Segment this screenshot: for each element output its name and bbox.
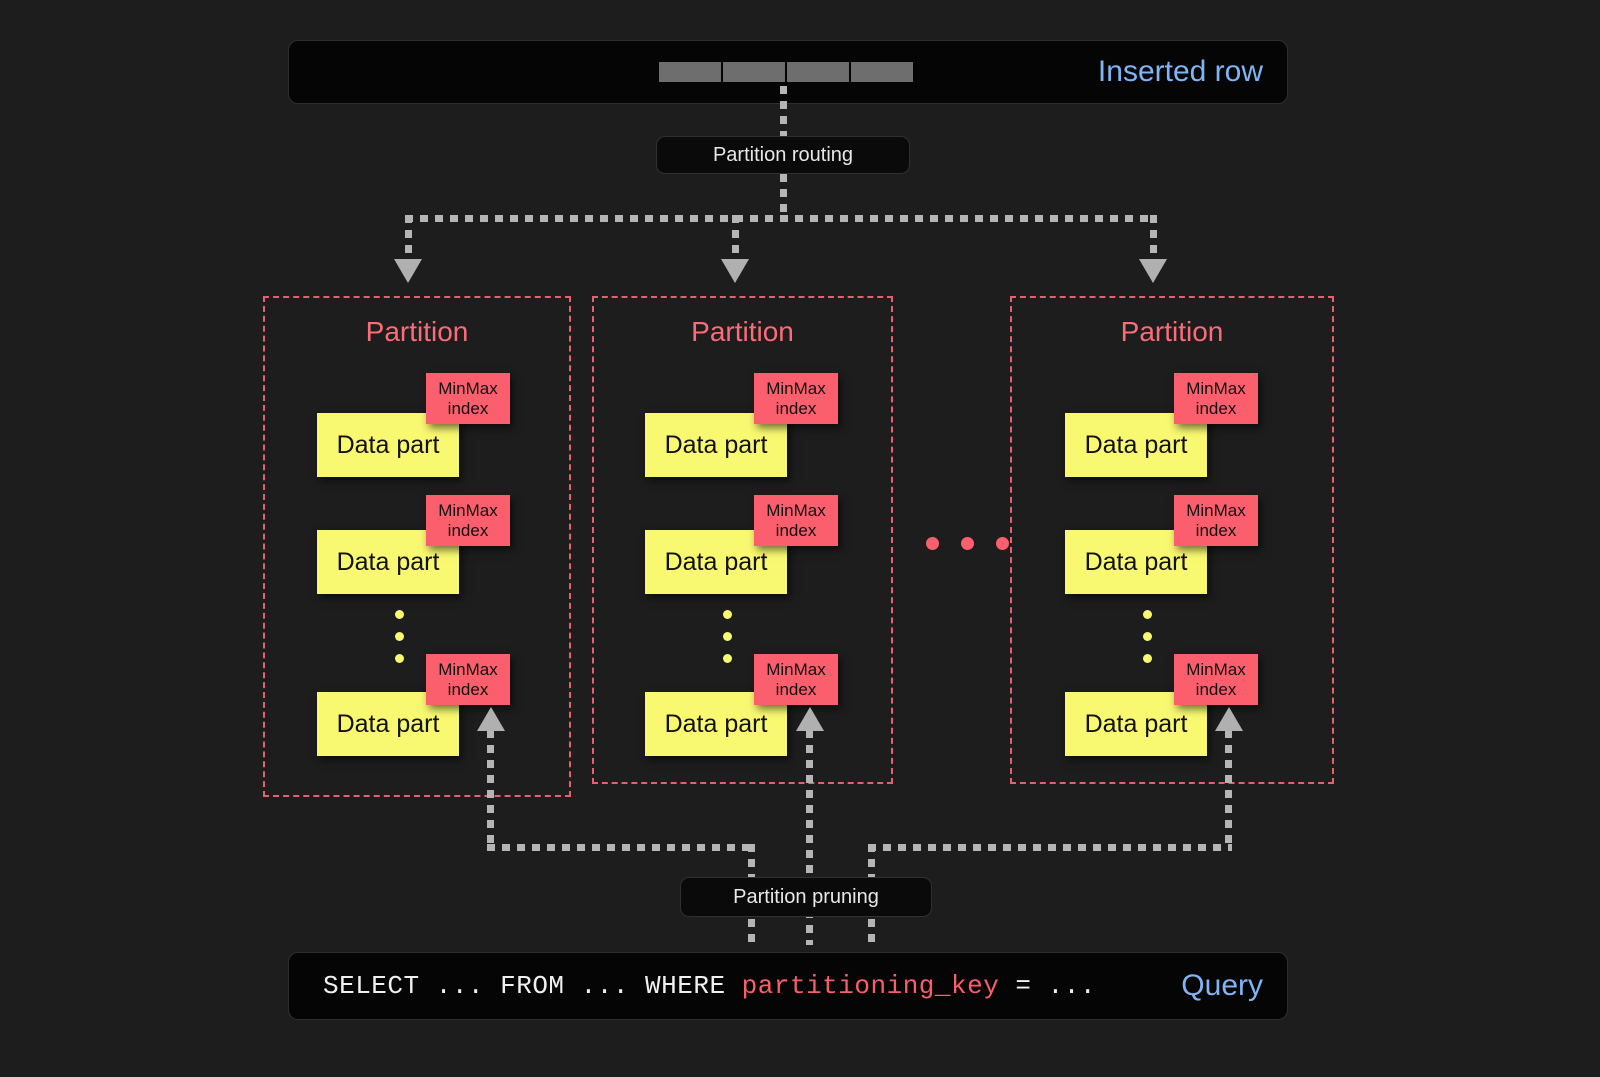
connector-pruning-to-partition-2 (806, 730, 813, 945)
ellipsis-dot (723, 654, 732, 663)
minmax-index-box: MinMax index (754, 654, 838, 705)
connector-insert-to-routing (780, 86, 787, 182)
query-text-after: = ... (999, 971, 1096, 1001)
ellipsis-dot (996, 537, 1009, 550)
minmax-index-label: MinMax index (766, 501, 826, 540)
ellipsis-dot (1143, 654, 1152, 663)
data-part-ellipsis (395, 610, 404, 663)
row-cell (787, 62, 849, 82)
arrow-into-partition-3 (1139, 259, 1167, 283)
data-part-ellipsis (723, 610, 732, 663)
connector-routing-bus (405, 215, 1157, 222)
connector-pruning-to-partition-3 (1225, 730, 1232, 850)
data-part-ellipsis (1143, 610, 1152, 663)
ellipsis-dot (723, 632, 732, 641)
minmax-index-label: MinMax index (438, 660, 498, 699)
query-bar: SELECT ... FROM ... WHERE partitioning_k… (288, 952, 1288, 1020)
row-cell (851, 62, 913, 82)
ellipsis-dot (1143, 632, 1152, 641)
minmax-index-label: MinMax index (438, 501, 498, 540)
row-cell (659, 62, 721, 82)
data-part-box: Data part (317, 413, 459, 477)
minmax-index-box: MinMax index (1174, 373, 1258, 424)
query-label: Query (1181, 969, 1263, 1002)
connector-bus-to-partition-2 (732, 215, 739, 263)
inserted-row-bar: Inserted row (288, 40, 1288, 104)
minmax-index-label: MinMax index (1186, 660, 1246, 699)
inserted-row-cells (659, 62, 913, 82)
minmax-index-label: MinMax index (766, 660, 826, 699)
minmax-index-label: MinMax index (438, 379, 498, 418)
minmax-index-box: MinMax index (754, 495, 838, 546)
connector-bus-to-partition-3 (1150, 215, 1157, 263)
query-text: SELECT ... FROM ... WHERE partitioning_k… (323, 971, 1096, 1001)
minmax-index-box: MinMax index (426, 495, 510, 546)
connector-pruning-bus-right (868, 844, 1232, 851)
minmax-index-label: MinMax index (1186, 379, 1246, 418)
query-text-before: SELECT ... FROM ... WHERE (323, 971, 742, 1001)
ellipsis-dot (395, 632, 404, 641)
minmax-index-box: MinMax index (1174, 654, 1258, 705)
partition-routing-box: Partition routing (656, 136, 910, 174)
partition-box-1: Partition MinMax index Data part MinMax … (263, 296, 571, 797)
row-cell (723, 62, 785, 82)
data-part-box: Data part (645, 413, 787, 477)
minmax-index-box: MinMax index (754, 373, 838, 424)
connector-bus-to-partition-1 (405, 215, 412, 263)
arrow-into-partition-1 (394, 259, 422, 283)
minmax-index-label: MinMax index (1186, 501, 1246, 540)
minmax-index-label: MinMax index (766, 379, 826, 418)
connector-routing-to-bus (780, 174, 787, 222)
partition-title: Partition (365, 316, 469, 347)
ellipsis-dot (723, 610, 732, 619)
minmax-index-box: MinMax index (426, 373, 510, 424)
partition-title: Partition (691, 316, 794, 347)
minmax-index-box: MinMax index (1174, 495, 1258, 546)
minmax-index-box: MinMax index (426, 654, 510, 705)
arrow-into-data-part-2 (796, 707, 824, 731)
arrow-into-data-part-3 (1215, 707, 1243, 731)
ellipsis-dot (395, 654, 404, 663)
ellipsis-dot (961, 537, 974, 550)
partition-title: Partition (1120, 316, 1224, 347)
partition-ellipsis (926, 537, 1009, 550)
ellipsis-dot (926, 537, 939, 550)
query-partitioning-key: partitioning_key (741, 971, 1000, 1001)
partition-pruning-box: Partition pruning (680, 877, 932, 917)
ellipsis-dot (1143, 610, 1152, 619)
arrow-into-partition-2 (721, 259, 749, 283)
connector-pruning-to-partition-1 (487, 730, 494, 850)
partition-box-2: Partition MinMax index Data part MinMax … (592, 296, 893, 784)
ellipsis-dot (395, 610, 404, 619)
partition-box-3: Partition MinMax index Data part MinMax … (1010, 296, 1334, 784)
connector-pruning-bus-left (487, 844, 755, 851)
arrow-into-data-part-1 (477, 707, 505, 731)
inserted-row-label: Inserted row (1097, 55, 1263, 88)
